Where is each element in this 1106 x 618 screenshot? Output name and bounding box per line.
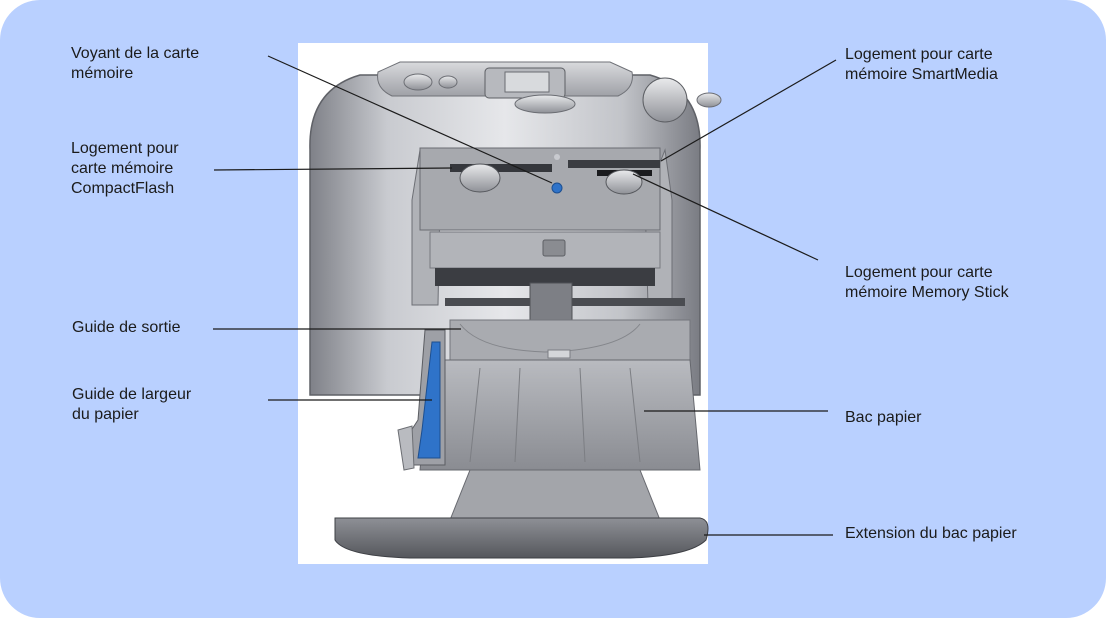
leader-line-voyant (267, 55, 553, 184)
label-paper-tray: Bac papier (845, 409, 922, 426)
printer-body (309, 61, 722, 396)
label-smartmedia-slot: Logement pour carte mémoire SmartMedia (845, 46, 998, 83)
leader-line-memorystick (632, 173, 819, 261)
label-tray-extension: Extension du bac papier (845, 525, 1017, 542)
paper-tray-shape (397, 329, 701, 471)
leader-line-smartmedia (660, 59, 837, 162)
label-output-guide: Guide de sortie (72, 319, 181, 336)
tray-extension-shape (334, 469, 709, 559)
leader-lines (213, 55, 837, 536)
label-card-led: Voyant de la carte mémoire (71, 45, 200, 82)
label-paper-width-guide: Guide de largeur du papier (72, 386, 192, 423)
leader-line-compactflash (213, 167, 453, 171)
label-memorystick-slot: Logement pour carte mémoire Memory Stick (845, 264, 1009, 301)
label-compactflash-slot: Logement pour carte mémoire CompactFlash (71, 140, 179, 197)
